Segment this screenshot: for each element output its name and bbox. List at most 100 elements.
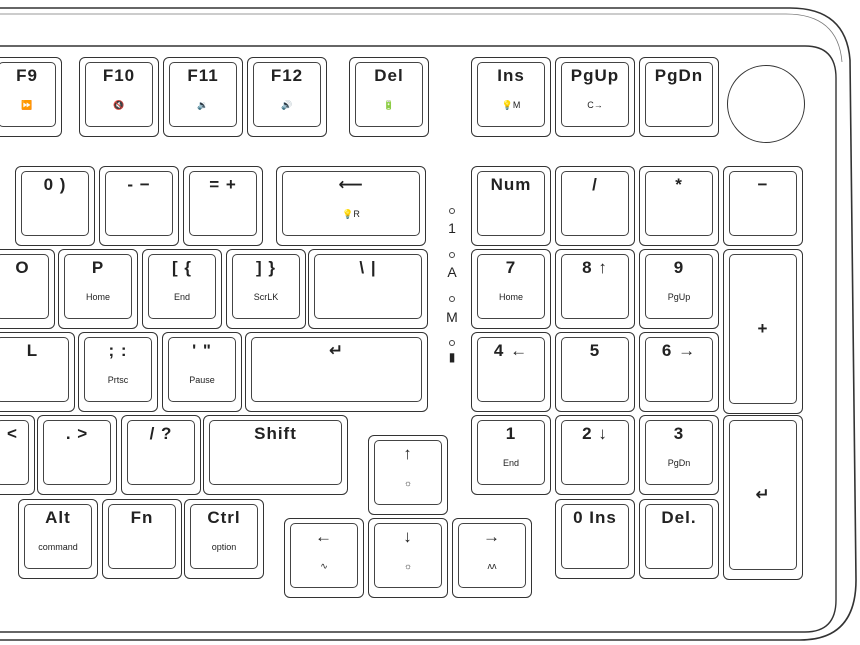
arrow-down-keycap: [374, 523, 442, 588]
np7-label: 7: [505, 258, 517, 277]
np1-sublabel: End: [502, 458, 519, 468]
arrow-up-keycap: [374, 440, 442, 505]
np9-keycap: [645, 254, 713, 319]
np0-label: 0 Ins: [573, 508, 617, 527]
f11-key[interactable]: F11🔉: [163, 57, 243, 137]
backspace-key[interactable]: ⟵💡R: [276, 166, 426, 246]
numpad-minus-keycap: [729, 171, 797, 236]
numpad-delete-keycap: [645, 504, 713, 569]
minus-key[interactable]: - −: [99, 166, 179, 246]
alt-keycap: [24, 504, 92, 569]
num-key[interactable]: Num: [471, 166, 551, 246]
np9-sublabel: PgUp: [667, 292, 691, 302]
zero-paren-key[interactable]: 0 ): [15, 166, 95, 246]
arrow-down-key[interactable]: ↓☼: [368, 518, 448, 598]
enter-key[interactable]: ↵: [245, 332, 428, 412]
volume-knob[interactable]: [727, 65, 805, 143]
quote-key[interactable]: ' "Pause: [162, 332, 242, 412]
star-label: *: [675, 175, 683, 194]
np5-key[interactable]: 5: [555, 332, 635, 412]
backspace-sublabel: 💡R: [342, 209, 360, 219]
l-key[interactable]: L: [0, 332, 75, 412]
arrow-right-sublabel: ʌʌ: [487, 561, 497, 571]
pgdn-key[interactable]: PgDn: [639, 57, 719, 137]
period-key[interactable]: . >: [37, 415, 117, 495]
pgup-sublabel: C→: [587, 100, 603, 110]
np6-key[interactable]: 6 →: [639, 332, 719, 412]
np4-key[interactable]: 4 ←: [471, 332, 551, 412]
np5-keycap: [561, 337, 629, 402]
right-bracket-keycap: [232, 254, 300, 319]
np1-label: 1: [505, 424, 517, 443]
left-bracket-keycap: [148, 254, 216, 319]
np4-label: 4 ←: [493, 341, 529, 360]
f10-key[interactable]: F10🔇: [79, 57, 159, 137]
np4-keycap: [477, 337, 545, 402]
fn-key[interactable]: Fn: [102, 499, 182, 579]
np2-key[interactable]: 2 ↓: [555, 415, 635, 495]
star-keycap: [645, 171, 713, 236]
numpad-plus-label: +: [757, 318, 769, 338]
semicolon-sublabel: Prtsc: [107, 375, 129, 385]
delete-key[interactable]: Del🔋: [349, 57, 429, 137]
star-key[interactable]: *: [639, 166, 719, 246]
indicator-led-1: [449, 208, 455, 214]
left-bracket-key[interactable]: [ {End: [142, 249, 222, 329]
f10-label: F10: [102, 66, 136, 85]
numpad-delete-key[interactable]: Del.: [639, 499, 719, 579]
arrow-right-key[interactable]: →ʌʌ: [452, 518, 532, 598]
comma-key[interactable]: <: [0, 415, 35, 495]
backslash-keycap: [314, 254, 422, 319]
semicolon-key[interactable]: ; :Prtsc: [78, 332, 158, 412]
backslash-key[interactable]: \ |: [308, 249, 428, 329]
o-key[interactable]: O: [0, 249, 55, 329]
np8-key[interactable]: 8 ↑: [555, 249, 635, 329]
delete-keycap: [355, 62, 423, 127]
np7-sublabel: Home: [498, 292, 523, 302]
enter-keycap: [251, 337, 422, 402]
comma-label: <: [7, 424, 18, 443]
ins-keycap: [477, 62, 545, 127]
np0-key[interactable]: 0 Ins: [555, 499, 635, 579]
right-bracket-key[interactable]: ] }ScrLK: [226, 249, 306, 329]
f9-key[interactable]: F9⏩: [0, 57, 62, 137]
f9-keycap: [0, 62, 56, 127]
left-bracket-label: [ {: [172, 258, 192, 277]
num-label: Num: [490, 175, 532, 194]
period-label: . >: [65, 424, 89, 443]
arrow-down-sublabel: ☼: [403, 561, 413, 571]
semicolon-keycap: [84, 337, 152, 402]
arrow-left-key[interactable]: ←∿: [284, 518, 364, 598]
numpad-enter-key[interactable]: ↵: [723, 415, 803, 580]
pgdn-label: PgDn: [654, 66, 704, 85]
f12-key[interactable]: F12🔊: [247, 57, 327, 137]
slash-key[interactable]: / ?: [121, 415, 201, 495]
numpad-plus-key[interactable]: +: [723, 249, 803, 414]
pgup-label: PgUp: [570, 66, 620, 85]
np7-keycap: [477, 254, 545, 319]
numpad-minus-key[interactable]: −: [723, 166, 803, 246]
f10-keycap: [85, 62, 153, 127]
fn-keycap: [108, 504, 176, 569]
arrow-up-key[interactable]: ↑☼: [368, 435, 448, 515]
indicator-led-a: [449, 252, 455, 258]
numpad-slash-key[interactable]: /: [555, 166, 635, 246]
l-label: L: [26, 341, 39, 360]
backspace-keycap: [282, 171, 420, 236]
np3-label: 3: [673, 424, 685, 443]
alt-label: Alt: [45, 508, 71, 527]
shift-key[interactable]: Shift: [203, 415, 348, 495]
ins-key[interactable]: Ins💡M: [471, 57, 551, 137]
np0-keycap: [561, 504, 629, 569]
np9-label: 9: [673, 258, 685, 277]
equal-key[interactable]: = +: [183, 166, 263, 246]
numpad-enter-keycap: [729, 420, 797, 570]
